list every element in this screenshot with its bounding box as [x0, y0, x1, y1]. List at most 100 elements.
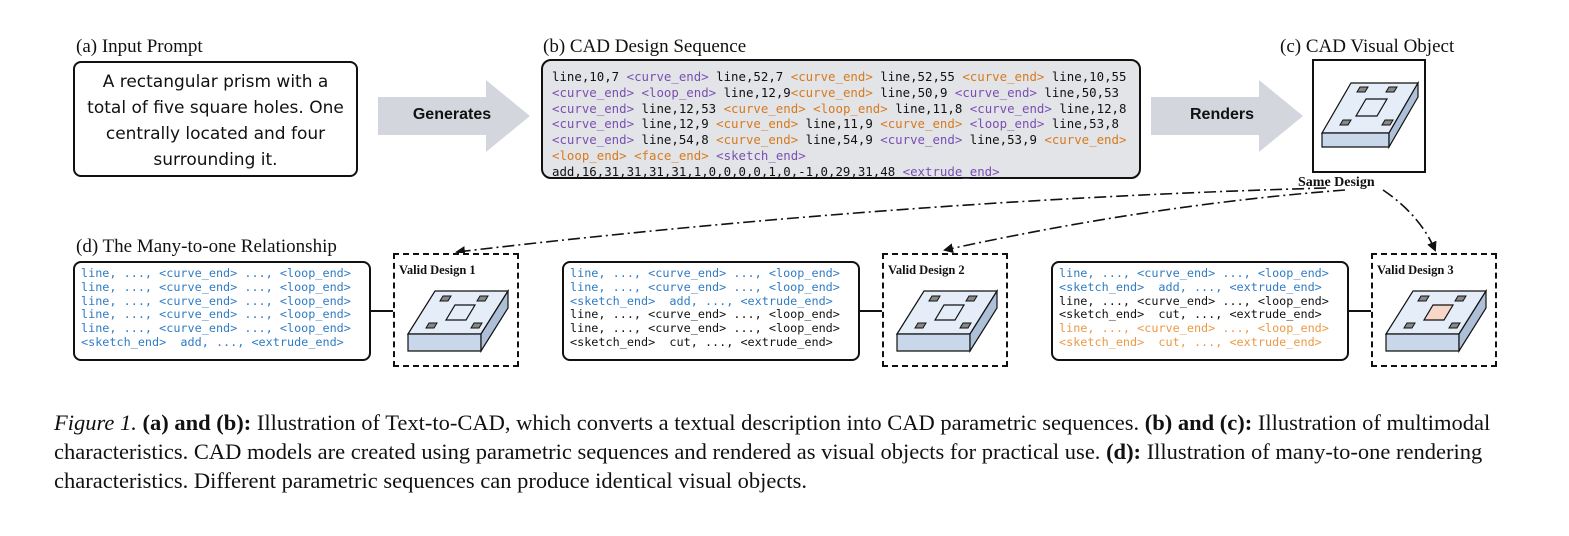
- design-code-line: <sketch_end> cut, ..., <extrude_end>: [570, 334, 833, 349]
- caption-figure-label: Figure 1.: [54, 410, 137, 435]
- sequence-token: <curve_end>: [790, 69, 873, 84]
- design-3-code-box: line, ..., <curve_end> ..., <loop_end><s…: [1051, 261, 1349, 361]
- design-code-line: line, ..., <curve_end> ..., <loop_end>: [570, 307, 840, 322]
- connector-design-2: [943, 189, 1346, 254]
- sequence-text: line,11,8: [887, 100, 970, 116]
- sequence-token: <curve_end>: [716, 132, 799, 148]
- generates-label: Generates: [412, 106, 492, 123]
- sequence-token: <curve_end>: [552, 132, 635, 148]
- renders-label: Renders: [1189, 106, 1255, 123]
- sequence-text: line,12,8: [1051, 100, 1127, 116]
- caption-bold-2: (b) and (c):: [1144, 410, 1253, 435]
- section-c-label: (c) CAD Visual Object: [1280, 36, 1455, 57]
- prompt-line: centrally located and four: [105, 124, 326, 144]
- design-code-line: line, ..., <curve_end> ..., <loop_end>: [81, 293, 351, 308]
- connector-design-3: [1382, 189, 1437, 252]
- renders-arrow: [1151, 80, 1303, 152]
- design-1-code-box: line, ..., <curve_end> ..., <loop_end>li…: [73, 261, 371, 361]
- sequence-text: add,16,31,31,31,31,1,0,0,0,0,1,0,-1,0,29…: [552, 163, 903, 179]
- caption-text-3: Illustration of many-to-one rendering ch…: [54, 439, 1483, 493]
- design-code-line: line, ..., <curve_end> ..., <loop_end>: [570, 321, 840, 336]
- sequence-token: <curve_end>: [969, 100, 1052, 116]
- sequence-token: <curve_end>: [790, 84, 873, 100]
- cad-visual-object-box: [1312, 59, 1426, 173]
- caption-bold-3: (d):: [1106, 439, 1142, 464]
- design-2-code-box: line, ..., <curve_end> ..., <loop_end>li…: [562, 261, 860, 361]
- caption-text-1: Illustration of Text-to-CAD, which conve…: [256, 410, 1140, 435]
- figure-caption: Figure 1. (a) and (b): Illustration of T…: [54, 408, 1524, 495]
- sequence-token: <curve_end>: [716, 116, 799, 132]
- design-1-title: Valid Design 1: [399, 263, 476, 277]
- sequence-line: <curve_end> <loop_end> line,12,9<curve_e…: [552, 85, 1139, 101]
- sequence-token: <curve_end>: [880, 116, 963, 132]
- prism-render: [1320, 80, 1420, 150]
- design-2-code: line, ..., <curve_end> ..., <loop_end>li…: [570, 266, 858, 350]
- caption-bold-1: (a) and (b):: [142, 410, 252, 435]
- design-1-code: line, ..., <curve_end> ..., <loop_end>li…: [81, 266, 369, 350]
- connector-design-1: [455, 187, 1327, 257]
- section-a-label: (a) Input Prompt: [76, 36, 203, 57]
- design-code-line: <sketch_end> add, ..., <extrude_end>: [1059, 279, 1322, 294]
- sequence-text: line,54,9: [798, 132, 881, 148]
- design-code-line: line, ..., <curve_end> ..., <loop_end>: [1059, 266, 1329, 280]
- design-3-prism: [1384, 288, 1488, 354]
- prompt-line: total of five square holes. One: [87, 98, 344, 118]
- sequence-text: line,12,9: [634, 116, 717, 132]
- sequence-text: line,10,7: [552, 69, 627, 84]
- sequence-text: line,53,9: [962, 132, 1045, 148]
- design-3-code: line, ..., <curve_end> ..., <loop_end><s…: [1059, 266, 1347, 350]
- design-3-render-box: Valid Design 3: [1371, 253, 1497, 367]
- prompt-line: A rectangular prism with a: [102, 72, 329, 92]
- sequence-token: <sketch_end>: [716, 147, 806, 163]
- design-code-line: <sketch_end> add, ..., <extrude_end>: [81, 334, 344, 349]
- generates-arrow: [378, 80, 530, 152]
- design-3-title: Valid Design 3: [1377, 263, 1454, 277]
- design-2-title: Valid Design 2: [888, 263, 965, 277]
- sequence-line: <loop_end> <face_end> <sketch_end>: [552, 148, 1139, 164]
- design-code-line: line, ..., <curve_end> ..., <loop_end>: [81, 266, 351, 280]
- sequence-token: <curve_end>: [626, 69, 709, 84]
- design-1-link: [371, 310, 393, 312]
- cad-sequence-text: line,10,7 <curve_end> line,52,7 <curve_e…: [552, 69, 1139, 180]
- sequence-token: <curve_end>: [1044, 132, 1127, 148]
- sequence-token: <face_end>: [634, 147, 709, 163]
- same-design-label: Same Design: [1298, 175, 1375, 190]
- sequence-text: line,12,9: [716, 84, 791, 100]
- design-code-line: line, ..., <curve_end> ..., <loop_end>: [81, 307, 351, 322]
- sequence-token: <curve_end>: [552, 84, 635, 100]
- design-code-line: line, ..., <curve_end> ..., <loop_end>: [1059, 321, 1329, 336]
- design-code-line: line, ..., <curve_end> ..., <loop_end>: [1059, 293, 1329, 308]
- section-d-label: (d) The Many-to-one Relationship: [76, 236, 337, 257]
- sequence-token: <loop_end>: [641, 84, 717, 100]
- design-code-line: <sketch_end> cut, ..., <extrude_end>: [1059, 307, 1322, 322]
- design-code-line: <sketch_end> cut, ..., <extrude_end>: [1059, 334, 1322, 349]
- design-code-line: line, ..., <curve_end> ..., <loop_end>: [570, 266, 840, 280]
- sequence-text: line,53,8: [1044, 116, 1119, 132]
- sequence-token: <loop_end>: [552, 147, 627, 163]
- input-prompt-box: A rectangular prism with a total of five…: [73, 61, 358, 177]
- sequence-line: <curve_end> line,54,8 <curve_end> line,5…: [552, 132, 1139, 148]
- design-3-link: [1349, 310, 1371, 312]
- sequence-line: <curve_end> line,12,53 <curve_end> <loop…: [552, 101, 1139, 117]
- sequence-token: <curve_end>: [962, 69, 1045, 84]
- sequence-text: line,11,9: [798, 116, 881, 132]
- design-code-line: line, ..., <curve_end> ..., <loop_end>: [570, 279, 840, 294]
- section-b-label: (b) CAD Design Sequence: [543, 36, 747, 57]
- caption-text-2: Illustration of multimodal characteristi…: [54, 410, 1491, 464]
- sequence-token: <curve_end>: [552, 116, 635, 132]
- sequence-token: <curve_end>: [880, 132, 963, 148]
- sequence-text: line,50,53: [1036, 84, 1119, 100]
- sequence-line: <curve_end> line,12,9 <curve_end> line,1…: [552, 116, 1139, 132]
- design-2-render-box: Valid Design 2: [882, 253, 1008, 367]
- sequence-text: line,52,7: [708, 69, 791, 84]
- cad-sequence-box: line,10,7 <curve_end> line,52,7 <curve_e…: [541, 59, 1141, 179]
- sequence-token: <extrude_end>: [902, 163, 1000, 179]
- sequence-token: <curve_end>: [954, 84, 1037, 100]
- sequence-text: line,12,53: [634, 100, 724, 116]
- design-2-link: [860, 310, 882, 312]
- sequence-text: line,50,9: [872, 84, 955, 100]
- sequence-text: line,10,55: [1044, 69, 1127, 84]
- sequence-line: line,10,7 <curve_end> line,52,7 <curve_e…: [552, 69, 1139, 85]
- design-code-line: line, ..., <curve_end> ..., <loop_end>: [81, 321, 351, 336]
